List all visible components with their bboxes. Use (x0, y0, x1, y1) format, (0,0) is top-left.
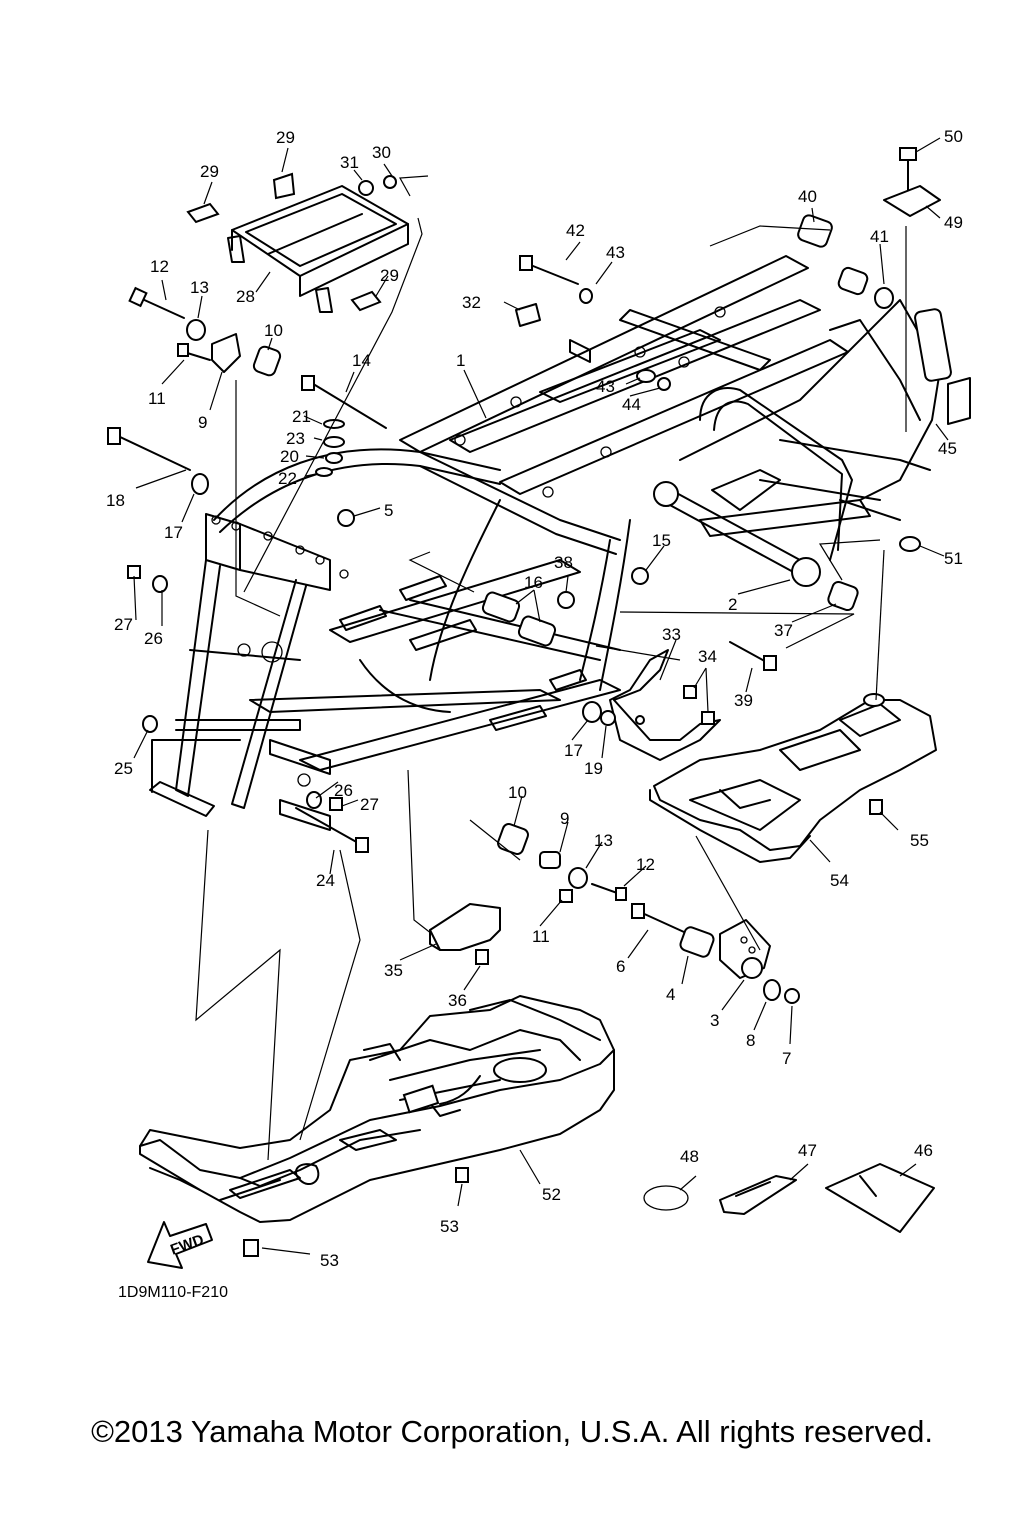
callout-19: 19 (584, 759, 603, 778)
callout-13b: 13 (594, 831, 613, 850)
callout-48: 48 (680, 1147, 699, 1166)
callout-52: 52 (542, 1185, 561, 1204)
hardware-parts (107, 147, 971, 1257)
callout-17b: 17 (564, 741, 583, 760)
skid-plate-52 (139, 995, 615, 1223)
callout-50: 50 (944, 127, 963, 146)
bushing-4 (679, 926, 715, 958)
callout-23: 23 (286, 429, 305, 448)
callout-16: 16 (524, 573, 543, 592)
callout-39: 39 (734, 691, 753, 710)
callout-51: 51 (944, 549, 963, 568)
rear-arm-2 (653, 469, 871, 587)
callout-9a: 9 (198, 413, 207, 432)
callout-45: 45 (938, 439, 957, 458)
callout-13a: 13 (190, 278, 209, 297)
callout-numbers: 29 30 31 29 29 28 12 13 10 11 9 14 1 42 … (106, 127, 963, 1270)
callout-5: 5 (384, 501, 393, 520)
guard-54 (649, 693, 937, 863)
copyright-notice: ©2013 Yamaha Motor Corporation, U.S.A. A… (91, 1414, 933, 1449)
callout-55: 55 (910, 831, 929, 850)
leader-lines (133, 137, 949, 1255)
callout-14: 14 (352, 351, 371, 370)
callout-18: 18 (106, 491, 125, 510)
bracket-33 (609, 649, 721, 761)
diagram-code: 1D9M110-F210 (118, 1284, 228, 1301)
callout-10b: 10 (508, 783, 527, 802)
callout-17a: 17 (164, 523, 183, 542)
callout-53b: 53 (320, 1251, 339, 1270)
bracket-35 (429, 903, 501, 951)
callout-26a: 26 (144, 629, 163, 648)
callout-29a: 29 (276, 128, 295, 147)
callout-9b: 9 (560, 809, 569, 828)
callout-7: 7 (782, 1049, 791, 1068)
callout-4: 4 (666, 985, 675, 1004)
callout-12a: 12 (150, 257, 169, 276)
callout-36: 36 (448, 991, 467, 1010)
callout-3: 3 (710, 1011, 719, 1030)
callout-43b: 43 (596, 377, 615, 396)
callout-29b: 29 (200, 162, 219, 181)
callout-54: 54 (830, 871, 849, 890)
callout-42: 42 (566, 221, 585, 240)
callout-10a: 10 (264, 321, 283, 340)
callout-30: 30 (372, 143, 391, 162)
callout-26b: 26 (334, 781, 353, 800)
callout-46: 46 (914, 1141, 933, 1160)
callout-21: 21 (292, 407, 311, 426)
callout-27b: 27 (360, 795, 379, 814)
callout-20: 20 (280, 447, 299, 466)
callout-11b: 11 (532, 927, 550, 946)
callout-2: 2 (728, 595, 737, 614)
callout-41: 41 (870, 227, 889, 246)
callout-15: 15 (652, 531, 671, 550)
callout-49: 49 (944, 213, 963, 232)
callout-43a: 43 (606, 243, 625, 262)
engine-mount-3 (719, 919, 771, 979)
fwd-arrow-icon: FWD (147, 1221, 213, 1269)
callout-32: 32 (462, 293, 481, 312)
callout-24: 24 (316, 871, 335, 890)
callout-27a: 27 (114, 615, 133, 634)
callout-53a: 53 (440, 1217, 459, 1236)
main-frame-1 (149, 255, 952, 831)
callout-12b: 12 (636, 855, 655, 874)
callout-31: 31 (340, 153, 359, 172)
callout-6: 6 (616, 957, 625, 976)
callout-47: 47 (798, 1141, 817, 1160)
seat-bracket-28 (186, 172, 409, 313)
callout-8: 8 (746, 1031, 755, 1050)
callout-34: 34 (698, 647, 717, 666)
callout-38: 38 (554, 553, 573, 572)
callout-28: 28 (236, 287, 255, 306)
callout-25: 25 (114, 759, 133, 778)
callout-37: 37 (774, 621, 793, 640)
callout-29c: 29 (380, 266, 399, 285)
callout-44: 44 (622, 395, 641, 414)
callout-33: 33 (662, 625, 681, 644)
callout-11a: 11 (148, 389, 166, 408)
callout-22: 22 (278, 469, 297, 488)
callout-40: 40 (798, 187, 817, 206)
callout-35: 35 (384, 961, 403, 980)
callout-1: 1 (456, 351, 465, 370)
